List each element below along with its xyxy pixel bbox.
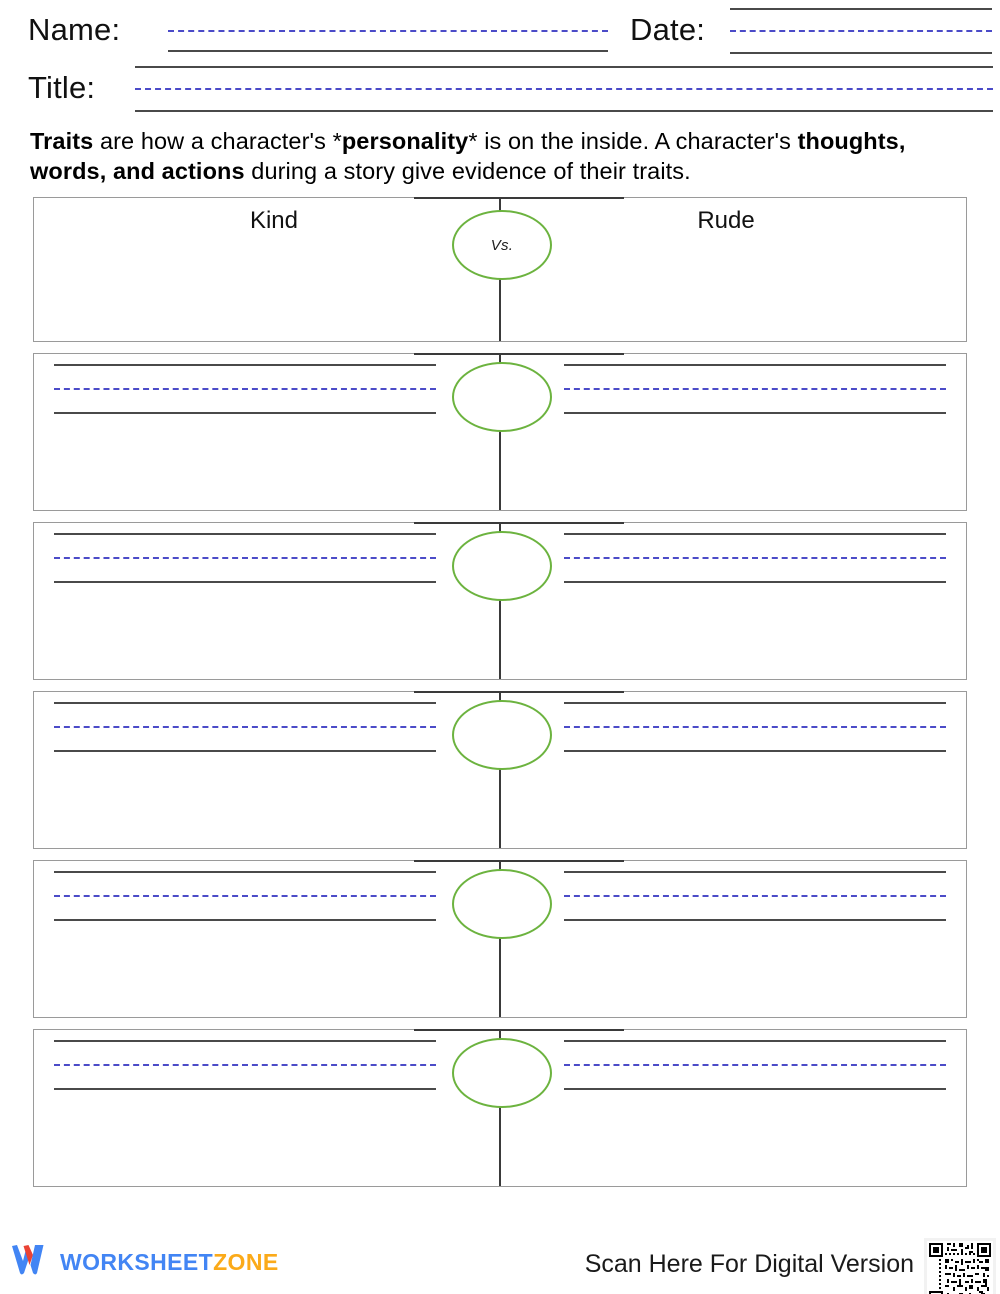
date-rule-top	[730, 8, 992, 10]
rule-top	[54, 871, 436, 873]
row-divider-line	[499, 692, 501, 848]
row-divider-line	[499, 354, 501, 510]
vs-ellipse	[452, 700, 552, 770]
comparison-row	[33, 860, 967, 1018]
rule-dashed	[54, 388, 436, 390]
intro-text-2: are how a character's *	[93, 128, 342, 154]
intro-text-4: * is on the inside. A character's	[468, 128, 798, 154]
rule-dashed	[54, 557, 436, 559]
rule-top	[54, 702, 436, 704]
vs-ellipse	[452, 362, 552, 432]
rule-dashed	[564, 388, 946, 390]
vs-ellipse	[452, 869, 552, 939]
rule-dashed	[54, 895, 436, 897]
right-answer-lines[interactable]	[564, 702, 946, 754]
instructions-paragraph: Traits are how a character's *personalit…	[30, 126, 970, 186]
rule-dashed	[564, 557, 946, 559]
right-answer-lines[interactable]	[564, 1040, 946, 1092]
rule-top	[54, 364, 436, 366]
row-divider-line	[499, 523, 501, 679]
rule-top	[54, 1040, 436, 1042]
worksheetzone-w-mark-icon	[10, 1243, 50, 1282]
rule-baseline	[564, 581, 946, 583]
rule-baseline	[564, 919, 946, 921]
rule-dashed	[564, 1064, 946, 1066]
rule-baseline	[564, 1088, 946, 1090]
rule-top	[564, 1040, 946, 1042]
row-divider-line	[499, 1030, 501, 1186]
intro-bold-personality: personality	[341, 128, 469, 154]
left-trait-heading: Kind	[249, 207, 299, 234]
row-top-accent	[414, 353, 624, 355]
rule-baseline	[54, 1088, 436, 1090]
vs-ellipse	[452, 531, 552, 601]
comparison-row	[33, 353, 967, 511]
name-label: Name:	[28, 12, 121, 47]
vs-label: Vs.	[490, 236, 514, 254]
left-answer-lines[interactable]	[54, 364, 436, 416]
rule-top	[564, 702, 946, 704]
worksheet-header: Name: Date: Title:	[0, 0, 1000, 120]
date-rule-baseline	[730, 52, 992, 54]
rule-baseline	[54, 581, 436, 583]
title-rule-dashed	[135, 88, 993, 90]
rule-baseline	[54, 750, 436, 752]
vs-ellipse: Vs.	[452, 210, 552, 280]
left-answer-lines[interactable]	[54, 871, 436, 923]
left-answer-lines[interactable]	[54, 533, 436, 585]
row-top-accent	[414, 1029, 624, 1031]
row-top-accent	[414, 691, 624, 693]
left-answer-lines[interactable]	[54, 702, 436, 754]
row-divider-line	[499, 861, 501, 1017]
comparison-row	[33, 1029, 967, 1187]
rule-baseline	[54, 919, 436, 921]
qr-code[interactable]	[924, 1238, 996, 1294]
title-rule-top	[135, 66, 993, 68]
worksheet-footer: WORKSHEETZONE Scan Here For Digital Vers…	[0, 1232, 1000, 1294]
title-input-line[interactable]	[135, 66, 993, 112]
intro-bold-traits: Traits	[30, 128, 94, 154]
comparison-chart: Kind Rude Vs.	[33, 197, 967, 1198]
rule-baseline	[564, 750, 946, 752]
name-input-line[interactable]	[168, 18, 608, 52]
scan-instruction-text: Scan Here For Digital Version	[584, 1250, 914, 1278]
name-rule-dashed	[168, 30, 608, 32]
rule-top	[564, 364, 946, 366]
comparison-row	[33, 691, 967, 849]
comparison-row	[33, 522, 967, 680]
intro-text-6: during a story give evidence of their tr…	[244, 158, 691, 184]
left-answer-lines[interactable]	[54, 1040, 436, 1092]
row-top-accent	[414, 197, 624, 199]
worksheetzone-wordmark: WORKSHEETZONE	[60, 1249, 279, 1276]
rule-dashed	[54, 726, 436, 728]
row-top-accent	[414, 860, 624, 862]
logo-word-worksheet: WORKSHEET	[60, 1248, 214, 1275]
right-answer-lines[interactable]	[564, 364, 946, 416]
comparison-row-heading: Kind Rude Vs.	[33, 197, 967, 342]
right-trait-heading: Rude	[697, 207, 755, 234]
title-rule-baseline	[135, 110, 993, 112]
row-top-accent	[414, 522, 624, 524]
worksheetzone-logo[interactable]: WORKSHEETZONE	[10, 1244, 279, 1280]
rule-dashed	[564, 726, 946, 728]
rule-top	[54, 533, 436, 535]
rule-top	[564, 871, 946, 873]
date-input-line[interactable]	[730, 8, 992, 54]
rule-baseline	[564, 412, 946, 414]
rule-top	[564, 533, 946, 535]
right-answer-lines[interactable]	[564, 871, 946, 923]
vs-ellipse	[452, 1038, 552, 1108]
logo-word-zone: ZONE	[213, 1248, 279, 1275]
intro-bold-thoughts-words-actions: thoughts, words, and actions	[30, 128, 906, 184]
rule-dashed	[564, 895, 946, 897]
date-rule-dashed	[730, 30, 992, 32]
name-rule-baseline	[168, 50, 608, 52]
rule-baseline	[54, 412, 436, 414]
rule-dashed	[54, 1064, 436, 1066]
title-label: Title:	[28, 70, 96, 105]
right-answer-lines[interactable]	[564, 533, 946, 585]
date-label: Date:	[630, 12, 706, 47]
